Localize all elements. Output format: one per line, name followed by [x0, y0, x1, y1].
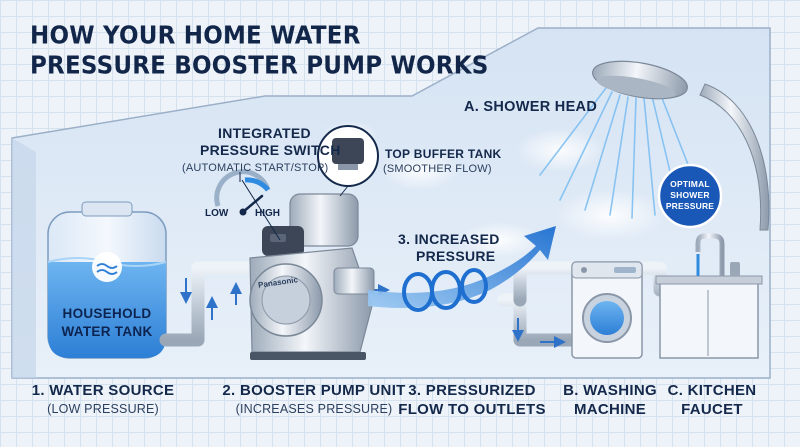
badge-line3: PRESSURE	[665, 201, 715, 211]
washing-machine-icon	[571, 261, 643, 359]
increased-pressure-label: 3. INCREASED PRESSURE	[398, 231, 500, 265]
pressure-switch-callout	[239, 172, 281, 241]
buffer-tank-note: (SMOOTHER FLOW)	[383, 163, 492, 175]
buffer-tank-icon	[317, 125, 379, 197]
tank-label-line1: HOUSEHOLD	[62, 306, 152, 321]
caption-pump-unit-note: (INCREASES PRESSURE)	[235, 402, 393, 416]
gauge-high-label: HIGH	[255, 208, 280, 219]
flow-arrow-icon	[368, 226, 556, 312]
tank-label: HOUSEHOLD WATER TANK	[62, 305, 153, 341]
room-wall-side	[12, 138, 36, 378]
increased-pressure-line2: PRESSURE	[416, 248, 496, 264]
optimal-pressure-badge	[657, 163, 723, 229]
caption-faucet-line1: C. KITCHEN	[667, 382, 757, 399]
pressure-switch-title-line1: INTEGRATED	[218, 125, 311, 141]
increased-pressure-line1: 3. INCREASED	[398, 231, 500, 247]
badge-line2: SHOWER	[670, 190, 710, 200]
caption-flow-line1: 3. PRESSURIZED	[408, 382, 536, 399]
caption-water-source-note: (LOW PRESSURE)	[47, 402, 159, 416]
tank-label-line2: WATER TANK	[61, 324, 153, 339]
gauge-icon	[214, 169, 271, 216]
buffer-tank-title: TOP BUFFER TANK	[385, 147, 502, 161]
shower-head-label: A. SHOWER HEAD	[464, 99, 598, 115]
flow-direction-arrows	[180, 278, 566, 348]
water-drop-icon	[92, 252, 122, 282]
page-title-line1: HOW YOUR HOME WATER	[30, 22, 361, 51]
caption-washer-line1: B. WASHING	[563, 382, 657, 399]
pressure-switch-note: (AUTOMATIC START/STOP)	[182, 162, 329, 174]
badge-line1: OPTIMAL	[670, 179, 710, 189]
caption-flow-line2: FLOW TO OUTLETS	[398, 401, 546, 418]
booster-pump-unit	[249, 193, 375, 360]
caption-pump-unit-title: 2. BOOSTER PUMP UNIT	[222, 382, 406, 399]
optimal-pressure-badge-text: OPTIMAL SHOWER PRESSURE	[666, 179, 714, 212]
faucet-icon	[655, 233, 763, 359]
gauge-low-label: LOW	[205, 208, 229, 219]
household-water-tank	[47, 201, 167, 359]
caption-water-source-title: 1. WATER SOURCE	[31, 382, 175, 399]
caption-washer-line2: MACHINE	[573, 401, 647, 418]
shower-head-icon	[592, 60, 770, 231]
shower-spray-icon	[539, 87, 701, 219]
caption-faucet-line2: FAUCET	[681, 401, 743, 418]
pressure-switch-title-line2: PRESSURE SWITCH	[200, 142, 341, 158]
page-title-line2: PRESSURE BOOSTER PUMP WORKS	[30, 52, 489, 81]
